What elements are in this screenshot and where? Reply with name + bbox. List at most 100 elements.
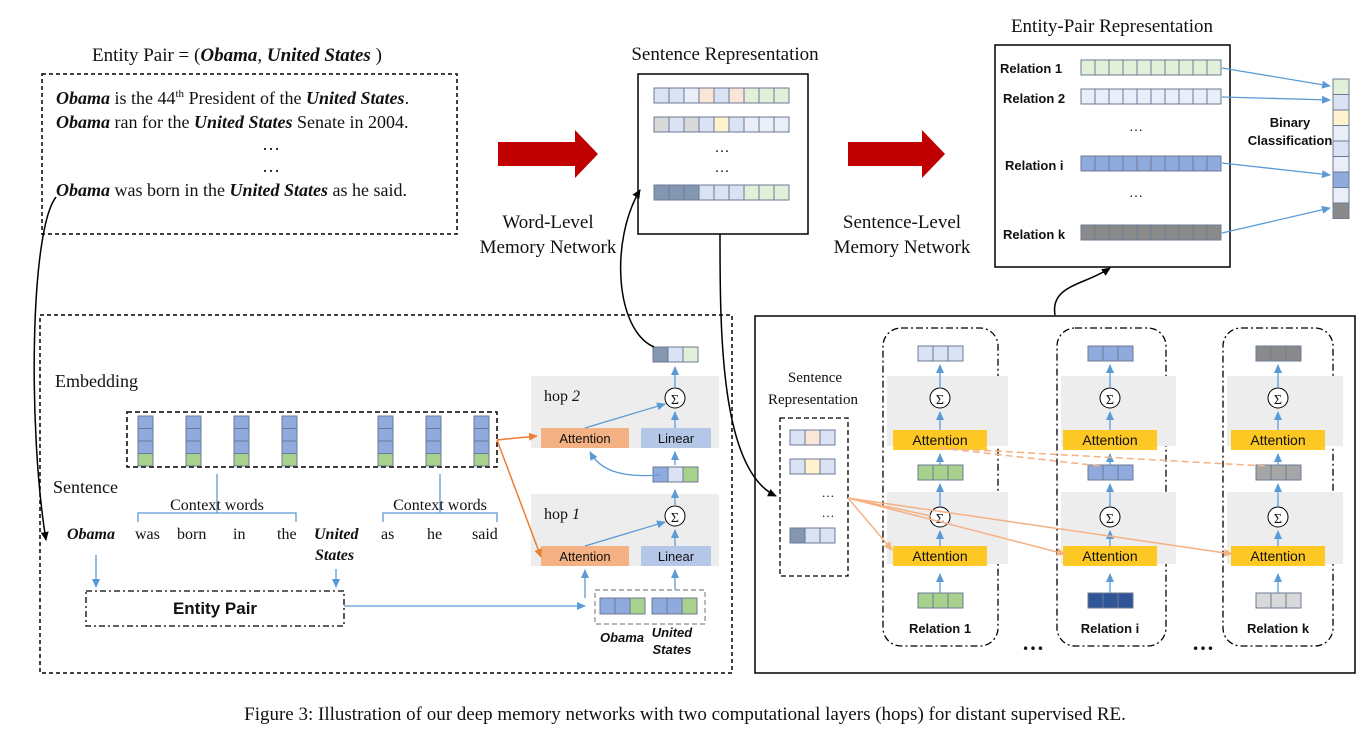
word-token: said <box>472 526 498 543</box>
vector-cell <box>614 597 631 615</box>
vector-cell <box>789 527 806 544</box>
attention-box <box>1063 430 1157 450</box>
vector-cell <box>1206 88 1222 105</box>
vector-cell <box>377 453 394 467</box>
word-level-label: Word-Level <box>502 212 593 233</box>
vector-cell <box>1122 59 1138 76</box>
vector-cell <box>1136 88 1152 105</box>
word-token: States <box>315 547 354 564</box>
svg-text:Entity Pair = (Obama, United: Entity Pair = (Obama, United States ) <box>92 45 382 66</box>
vector-cell <box>1332 202 1350 219</box>
vector-cell <box>1332 187 1350 204</box>
svg-text:Obama was born in the United S: Obama was born in the United States as h… <box>56 180 407 200</box>
vector-cell <box>758 116 775 133</box>
attention-label: Attention <box>912 548 967 564</box>
vector-cell <box>1192 155 1208 172</box>
vector-cell <box>281 453 298 467</box>
vector-cell <box>473 453 490 467</box>
vector-cell <box>1178 59 1194 76</box>
vector-cell <box>773 184 790 201</box>
sentence-memory-box <box>779 417 849 577</box>
vector-cell <box>1332 78 1350 95</box>
svg-text:States: States <box>652 642 691 657</box>
context-brackets <box>137 474 498 522</box>
memory-to-attention-arrows <box>496 432 542 558</box>
flow-connectors <box>33 189 1111 541</box>
vector-cell <box>1080 59 1096 76</box>
relation-column-label: Relation k <box>1247 621 1310 636</box>
vector-cell <box>1136 59 1152 76</box>
vector-cell <box>425 440 442 454</box>
sentence-bag: Obama is the 44th President of the Unite… <box>56 88 409 200</box>
vector-cell <box>653 116 670 133</box>
vector-cell <box>804 527 821 544</box>
sum-symbol: Σ <box>936 393 944 408</box>
vector-cell <box>1164 88 1180 105</box>
vector-cell <box>1206 224 1222 241</box>
sentence-words: Obama was born in the United States as h… <box>67 526 498 564</box>
word-token: in <box>233 526 245 543</box>
attention-box <box>1231 546 1325 566</box>
svg-text:Linear: Linear <box>658 549 695 564</box>
vector-cell <box>137 415 154 429</box>
word-token: he <box>427 526 442 543</box>
vector-cell <box>682 466 699 483</box>
vector-cell <box>281 440 298 454</box>
vector-cell <box>653 184 670 201</box>
vector-cell <box>233 428 250 442</box>
relation-to-output-arrows <box>1221 67 1331 234</box>
vector-cell <box>1108 88 1124 105</box>
vector-cell <box>668 87 685 104</box>
word-level-label: Memory Network <box>480 237 617 258</box>
vector-cell <box>1178 224 1194 241</box>
vector-cell <box>1102 464 1119 481</box>
entity-pair-title: Entity Pair = (Obama, United States ) <box>92 45 382 66</box>
sum-symbol: Σ <box>1106 512 1114 527</box>
vector-cell <box>947 464 964 481</box>
word-token: as <box>381 526 394 543</box>
vector-cell <box>743 116 760 133</box>
relation-label: Relation i <box>1005 158 1064 173</box>
svg-text:…: … <box>262 156 280 176</box>
vector-cell <box>1192 224 1208 241</box>
vector-cell <box>1164 224 1180 241</box>
vector-cell <box>1285 464 1302 481</box>
relation-column-box <box>1222 327 1334 647</box>
sentence-label: Sentence <box>53 477 118 497</box>
attention-box <box>541 546 629 566</box>
vector-cell <box>681 597 698 615</box>
vector-cell <box>1270 592 1287 609</box>
vector-cell <box>425 453 442 467</box>
vector-cell <box>1255 592 1272 609</box>
vector-cell <box>1206 155 1222 172</box>
vector-cell <box>1117 345 1134 362</box>
vector-cell <box>947 592 964 609</box>
word-token: was <box>135 526 160 543</box>
hop-vectors <box>599 346 699 615</box>
vector-cell <box>698 184 715 201</box>
vector-cell <box>137 453 154 467</box>
hop-flow-arrows <box>581 366 679 598</box>
vector-cell <box>473 428 490 442</box>
svg-text:Σ: Σ <box>671 393 679 408</box>
vector-cell <box>1178 88 1194 105</box>
svg-text:…: … <box>822 505 835 520</box>
vector-cell <box>1087 345 1104 362</box>
vector-cell <box>668 116 685 133</box>
vector-cell <box>743 184 760 201</box>
sentence-representation-title: Sentence Representation <box>631 44 819 65</box>
vector-cell <box>1136 224 1152 241</box>
linear-box <box>641 546 711 566</box>
sentence-representation-box <box>637 73 809 235</box>
relation-label: Relation k <box>1003 227 1066 242</box>
attention-label: Attention <box>1082 432 1137 448</box>
vector-cell <box>1080 88 1096 105</box>
vector-cell <box>932 464 949 481</box>
vector-cell <box>682 346 699 363</box>
vector-cell <box>1206 59 1222 76</box>
word-token: born <box>177 526 206 543</box>
vector-cell <box>1178 155 1194 172</box>
vector-cell <box>1332 171 1350 188</box>
svg-text:…: … <box>822 485 835 500</box>
word-token: United <box>314 526 359 543</box>
